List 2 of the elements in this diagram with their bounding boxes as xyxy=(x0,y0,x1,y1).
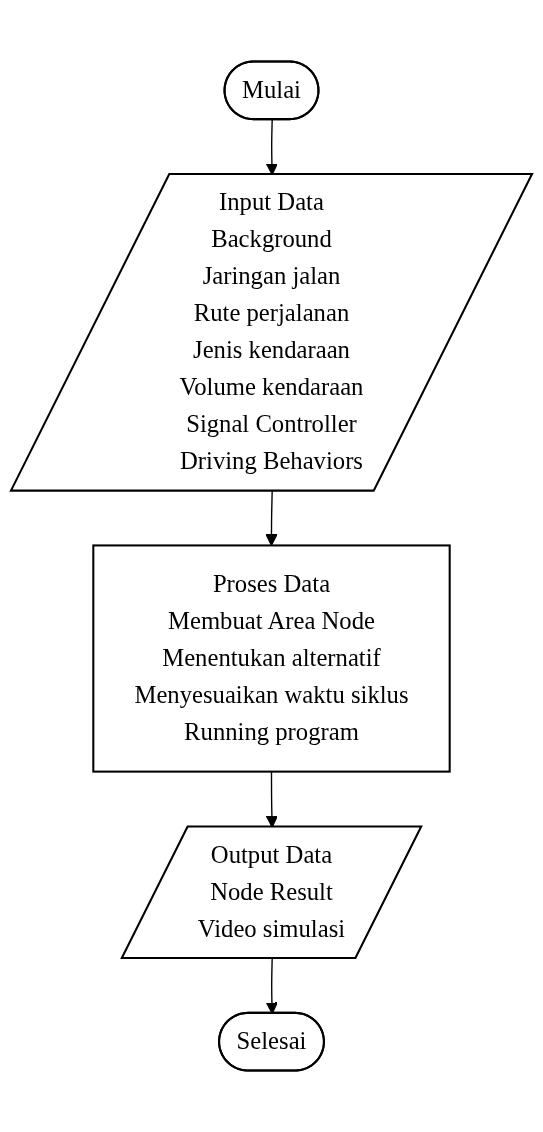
node-box: Proses Data Membuat Area Node Menentukan alternatif Menyesuaikan waktu siklus Running program xyxy=(92,544,451,773)
arrow xyxy=(265,490,278,546)
